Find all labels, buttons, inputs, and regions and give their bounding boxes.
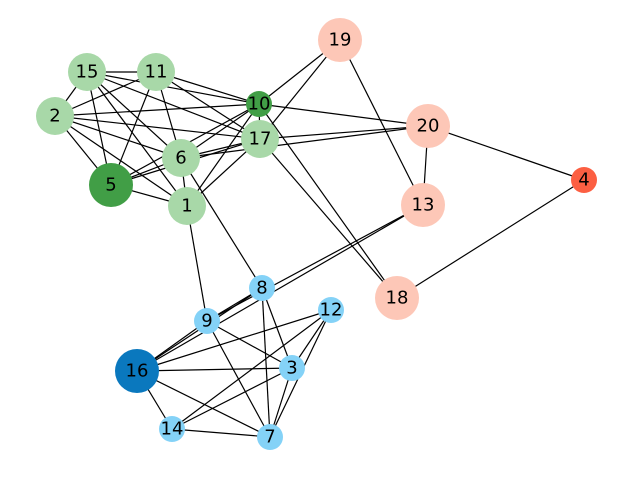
edge-2-17 [54,115,261,140]
edge-3-14 [171,367,293,430]
edge-17-20 [259,125,429,140]
node-label-2: 2 [49,106,60,127]
node-circle-9 [194,308,220,334]
node-circle-19 [318,18,362,62]
node-14: 14 [159,416,185,442]
node-label-14: 14 [161,419,184,440]
node-circle-4 [571,167,597,193]
node-circle-6 [162,139,200,177]
edge-1-10 [186,103,260,207]
node-circle-2 [36,97,74,135]
node-circle-18 [375,276,419,320]
node-circle-7 [257,424,283,450]
edge-6-8 [180,157,263,289]
node-label-18: 18 [386,288,409,309]
node-label-5: 5 [105,175,116,196]
node-label-11: 11 [145,62,168,83]
edge-12-14 [171,309,332,430]
edge-2-10 [54,103,260,117]
node-20: 20 [406,104,450,148]
node-label-8: 8 [256,278,267,299]
node-circle-14 [159,416,185,442]
node-circle-8 [249,275,275,301]
edge-10-18 [258,103,398,299]
node-circle-16 [115,349,159,393]
edge-14-7 [171,428,271,438]
node-17: 17 [241,120,279,158]
node-8: 8 [249,275,275,301]
node-circle-5 [89,163,133,207]
edge-1-9 [186,205,208,322]
node-label-7: 7 [264,427,275,448]
edge-4-18 [396,179,585,299]
edge-9-3 [206,320,293,369]
node-label-19: 19 [329,30,352,51]
edge-2-6 [54,115,182,159]
edge-8-3 [261,287,293,369]
edge-17-18 [259,138,398,299]
edge-15-6 [86,71,182,159]
node-circle-10 [246,91,272,117]
node-4: 4 [571,167,597,193]
edge-6-20 [180,125,429,159]
node-label-20: 20 [417,116,440,137]
node-circle-15 [68,53,106,91]
node-16: 16 [115,349,159,393]
edge-15-10 [86,71,260,105]
edge-16-3 [136,367,293,372]
node-label-6: 6 [175,148,186,169]
node-label-4: 4 [578,170,589,191]
node-label-1: 1 [181,196,192,217]
edge-16-7 [136,370,271,438]
node-circle-11 [137,53,175,91]
node-label-13: 13 [412,195,435,216]
node-13: 13 [401,183,445,227]
node-label-12: 12 [320,300,343,321]
node-18: 18 [375,276,419,320]
edge-13-9 [206,204,424,322]
node-19: 19 [318,18,362,62]
edge-20-4 [427,125,585,181]
node-label-16: 16 [126,361,149,382]
node-label-3: 3 [286,358,297,379]
node-11: 11 [137,53,175,91]
edge-10-20 [258,103,429,127]
node-3: 3 [279,355,305,381]
node-12: 12 [318,297,344,323]
node-10: 10 [246,91,272,117]
node-label-17: 17 [249,129,272,150]
node-6: 6 [162,139,200,177]
node-circle-3 [279,355,305,381]
node-label-10: 10 [248,94,271,115]
node-circle-12 [318,297,344,323]
node-circle-13 [401,183,445,227]
edge-15-17 [86,71,261,140]
node-7: 7 [257,424,283,450]
node-circle-1 [168,187,206,225]
edge-8-7 [261,287,271,438]
edge-19-13 [339,39,424,206]
edge-2-1 [54,115,188,207]
node-label-15: 15 [76,62,99,83]
node-5: 5 [89,163,133,207]
node-circle-17 [241,120,279,158]
node-9: 9 [194,308,220,334]
node-circle-20 [406,104,450,148]
node-label-9: 9 [201,311,212,332]
node-2: 2 [36,97,74,135]
node-15: 15 [68,53,106,91]
node-1: 1 [168,187,206,225]
edge-16-12 [136,309,332,372]
edge-13-16 [136,204,424,372]
